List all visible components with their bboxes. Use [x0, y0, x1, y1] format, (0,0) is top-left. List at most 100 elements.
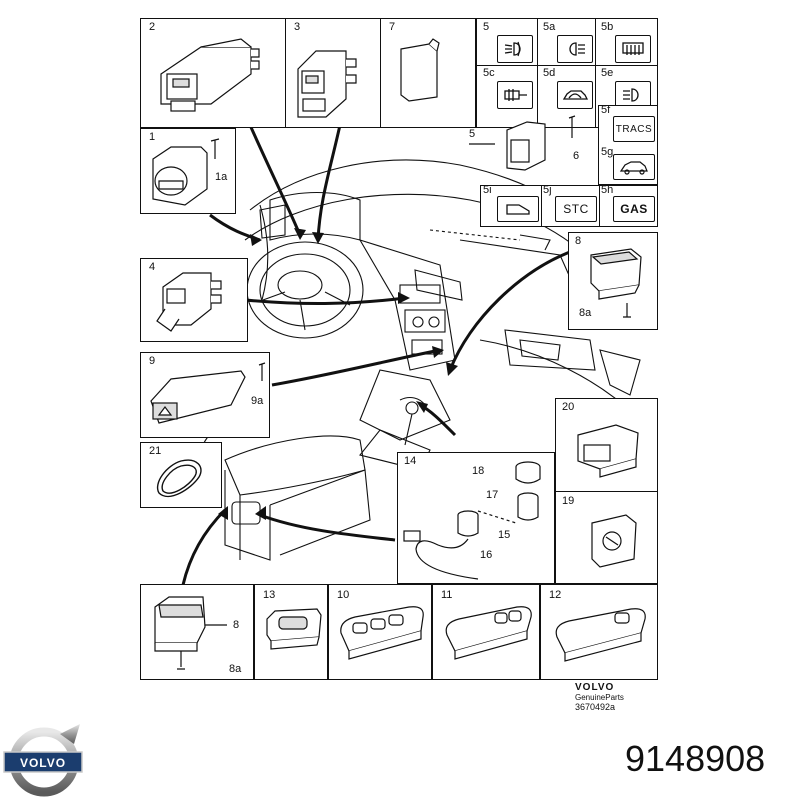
- box-item-20-19: 20 19: [555, 398, 658, 584]
- socket-14-drawing: [403, 461, 541, 580]
- callout-8-bottom: 8: [233, 619, 240, 631]
- box-item-3: 3: [285, 18, 381, 128]
- callout-9a: 9a: [251, 395, 264, 407]
- box-item-7: 7: [380, 18, 476, 128]
- frame-21-drawing: [156, 459, 202, 498]
- callout-1a: 1a: [215, 171, 228, 183]
- gas-label: GAS: [620, 202, 648, 216]
- brand-name: VOLVO: [575, 682, 615, 693]
- stc-button: STC: [555, 196, 597, 222]
- leader-14: [259, 513, 396, 542]
- callout-5: 5: [483, 21, 490, 33]
- callout-20: 20: [562, 401, 575, 413]
- window-switch-12-drawing: [555, 608, 646, 662]
- callout-2: 2: [149, 21, 156, 33]
- fog-light-icon: [497, 35, 533, 63]
- box-item-1: 1 1a: [140, 128, 236, 214]
- callout-5j: 5j: [543, 184, 552, 196]
- switch-2-drawing: [160, 38, 260, 112]
- window-switch-10-drawing: [340, 606, 424, 660]
- box-item-21: 21: [140, 442, 222, 508]
- car-tilt-icon: [619, 161, 648, 175]
- car-tilt-button: [613, 154, 655, 180]
- volvo-logo: VOLVO: [3, 724, 83, 797]
- callout-13: 13: [263, 589, 276, 601]
- tracs-button: TRACS: [613, 116, 655, 142]
- box-item-9: 9 9a: [140, 352, 270, 438]
- callout-8a-bottom: 8a: [229, 663, 242, 675]
- callout-17: 17: [486, 489, 499, 501]
- car-recirc-icon: [557, 81, 593, 109]
- seat-icon: [506, 204, 530, 215]
- drawing-number: 3670492a: [575, 702, 616, 712]
- box-item-11: 11: [432, 584, 540, 680]
- leader-4: [244, 296, 406, 306]
- callout-5a: 5a: [543, 21, 556, 33]
- callout-1: 1: [149, 131, 156, 143]
- callout-3: 3: [294, 21, 301, 33]
- leader-9: [271, 348, 441, 387]
- box-item-8-bottom: 8 8a: [140, 584, 254, 680]
- callout-5c: 5c: [483, 67, 495, 79]
- callout-11: 11: [441, 589, 453, 601]
- switch-8-bottom-drawing: [154, 596, 227, 670]
- switch-3-drawing: [297, 50, 357, 118]
- callout-6: 6: [573, 150, 580, 162]
- part-number: 9148908: [625, 738, 766, 779]
- stc-label: STC: [563, 202, 589, 216]
- switch-4-drawing: [156, 272, 222, 332]
- callout-8-top: 8: [575, 235, 582, 247]
- callout-5e: 5e: [601, 67, 614, 79]
- callout-14: 14: [404, 455, 417, 467]
- callout-5b: 5b: [601, 21, 614, 33]
- group-5-center: 5 6: [465, 110, 585, 190]
- brand-sub: GenuineParts: [575, 693, 624, 702]
- switch-5-center-drawing: [469, 115, 576, 171]
- tracs-label: TRACS: [615, 123, 653, 135]
- window-switch-11-drawing: [445, 606, 532, 660]
- box-item-14: 14 18 17 15 16: [397, 452, 555, 584]
- box-item-13: 13: [254, 584, 328, 680]
- box-item-8-top: 8 8a: [568, 232, 658, 330]
- box-item-4: 4: [140, 258, 248, 342]
- callout-5g: 5g: [601, 146, 614, 158]
- leader-8-top: [448, 248, 576, 371]
- rear-defrost-icon: [615, 35, 651, 63]
- switch-13-drawing: [266, 608, 322, 650]
- box-item-10: 10: [328, 584, 432, 680]
- callout-5-center: 5: [469, 128, 476, 140]
- genuine-parts-caption: VOLVO GenuineParts 3670492a: [575, 682, 624, 712]
- seat-icon-button: [497, 196, 539, 222]
- logo-text: VOLVO: [20, 756, 66, 770]
- callout-9: 9: [149, 355, 156, 367]
- gas-button: GAS: [613, 196, 655, 222]
- callout-5i: 5i: [483, 184, 492, 196]
- callout-19: 19: [562, 495, 575, 507]
- callout-8a-top: 8a: [579, 307, 592, 319]
- callout-7: 7: [389, 21, 396, 33]
- light-switch-1-drawing: [152, 138, 220, 206]
- callout-4: 4: [149, 261, 156, 273]
- callout-16: 16: [480, 549, 493, 561]
- box-item-5i-5j-5h: 5i 5j 5h STC GAS: [480, 184, 658, 227]
- box-item-5-group: 5 5a 5b 5c 5d 5e: [476, 18, 658, 128]
- leader-3: [316, 124, 342, 241]
- leader-8-bottom: [181, 508, 227, 586]
- cover-7-drawing: [400, 38, 440, 102]
- callout-10: 10: [337, 589, 350, 601]
- callout-21: 21: [149, 445, 162, 457]
- rear-fog-light-icon: [557, 35, 593, 63]
- callout-5f: 5f: [601, 104, 611, 116]
- leader-2: [248, 124, 302, 236]
- switch-8-top-drawing: [590, 248, 642, 318]
- box-item-2: 2: [140, 18, 286, 128]
- switches-20-19-drawing: [577, 424, 639, 568]
- hazard-switch-9-drawing: [150, 362, 266, 424]
- box-item-12: 12: [540, 584, 658, 680]
- callout-12: 12: [549, 589, 562, 601]
- callout-18: 18: [472, 465, 485, 477]
- callout-5d: 5d: [543, 67, 556, 79]
- headlight-wiper-icon: [497, 81, 533, 109]
- box-item-5f-5g: 5f 5g TRACS: [598, 104, 658, 185]
